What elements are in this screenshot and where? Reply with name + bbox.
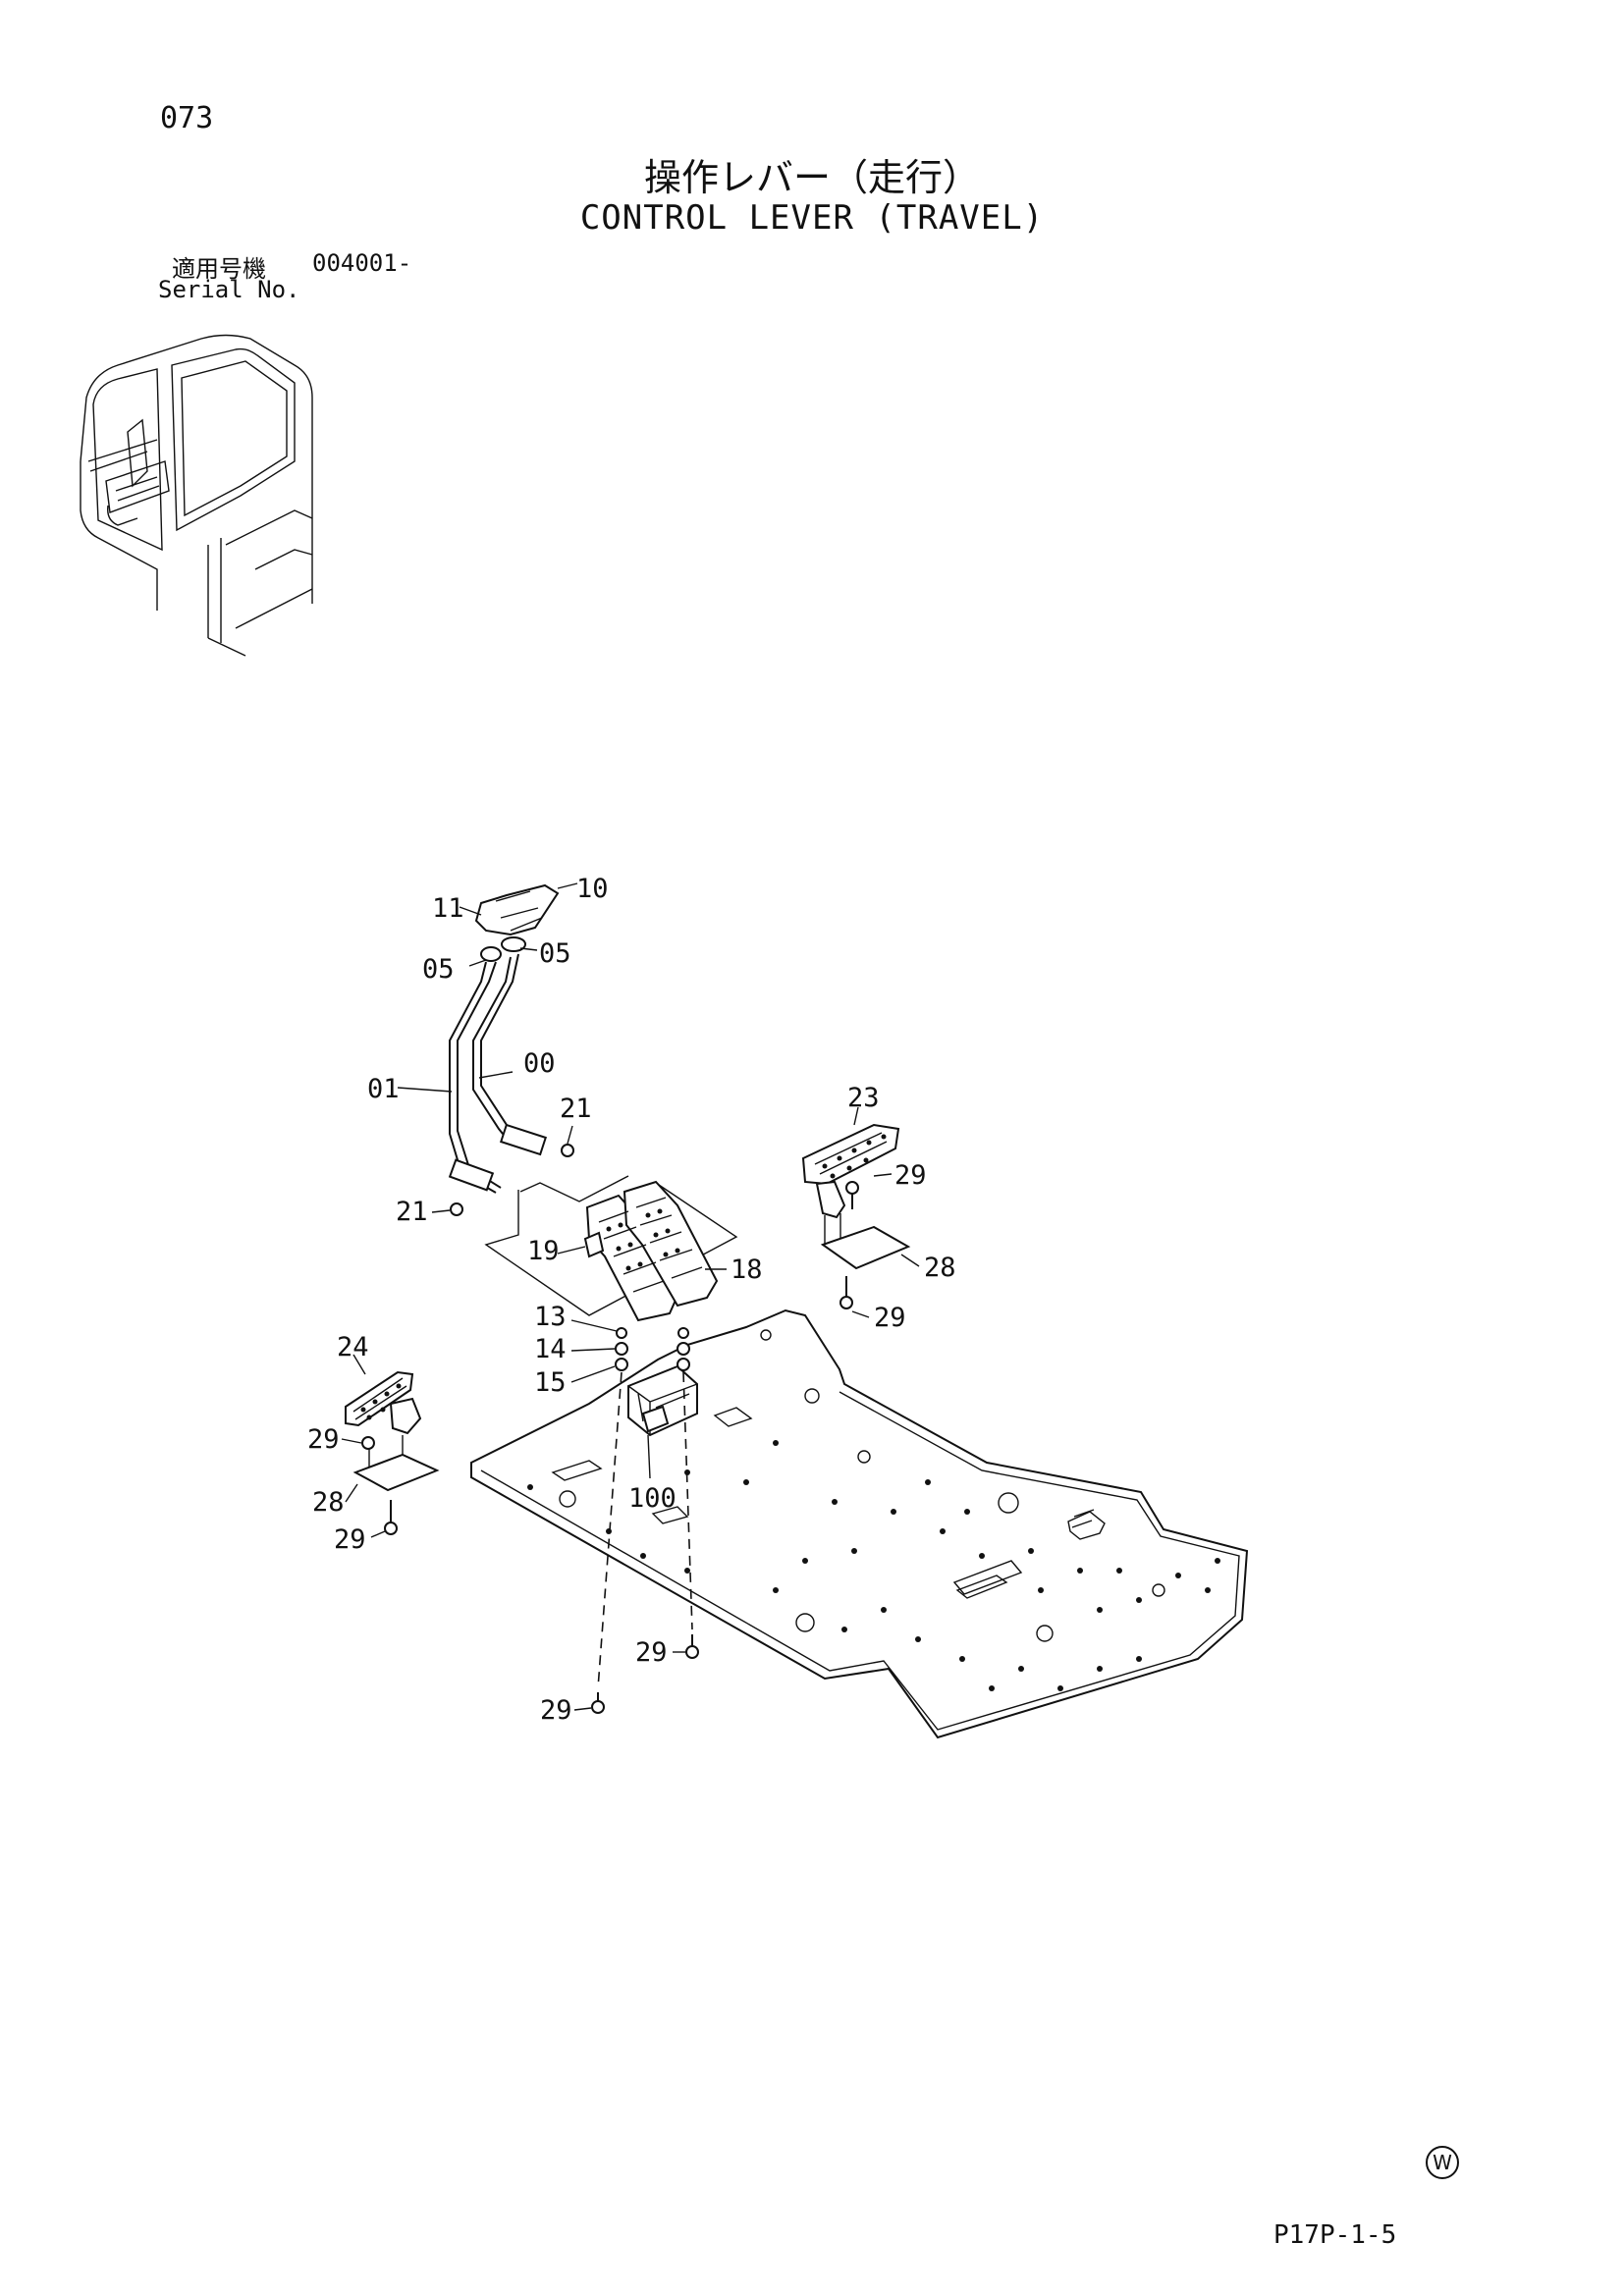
callout-21-upper: 21 xyxy=(560,1094,592,1124)
callout-14: 14 xyxy=(534,1334,567,1364)
callout-18: 18 xyxy=(731,1255,763,1285)
left-pedal xyxy=(345,1370,440,1535)
title-japanese: 操作レバー（走行） xyxy=(643,156,980,199)
callout-29-c: 29 xyxy=(307,1424,340,1455)
callout-01: 01 xyxy=(367,1074,400,1104)
callout-10: 10 xyxy=(576,874,609,904)
callout-29-f: 29 xyxy=(540,1695,572,1726)
callout-100: 100 xyxy=(628,1483,677,1514)
callout-28-left: 28 xyxy=(312,1487,345,1518)
callout-21-lower: 21 xyxy=(396,1197,428,1227)
callout-15: 15 xyxy=(534,1367,567,1398)
pedal-outline xyxy=(484,1175,738,1316)
cab-locator-illustration xyxy=(80,334,313,657)
fasteners xyxy=(450,1144,699,1714)
callout-13: 13 xyxy=(534,1302,567,1332)
pilot-valve xyxy=(627,1364,698,1437)
callout-28-right: 28 xyxy=(924,1253,956,1283)
callout-05-right: 05 xyxy=(539,938,571,969)
watermark-circle-w: W xyxy=(1426,2146,1459,2179)
callout-24: 24 xyxy=(337,1332,369,1362)
right-pedal xyxy=(801,1123,911,1309)
leader-lines xyxy=(341,882,920,1711)
callout-29-d: 29 xyxy=(334,1524,366,1555)
callout-19: 19 xyxy=(527,1236,560,1266)
center-pedals xyxy=(583,1180,719,1322)
floor-plate xyxy=(470,1308,1249,1739)
serial-label-english: Serial No. xyxy=(158,276,300,303)
callout-29-b: 29 xyxy=(874,1303,906,1333)
serial-label-japanese: 適用号機 xyxy=(172,255,266,283)
serial-number-value: 004001- xyxy=(312,249,412,277)
callout-29-e: 29 xyxy=(635,1637,668,1668)
figure-code: P17P-1-5 xyxy=(1273,2220,1397,2250)
callout-23: 23 xyxy=(847,1083,880,1113)
callout-29-a: 29 xyxy=(894,1160,927,1191)
callout-05-left: 05 xyxy=(422,954,455,985)
lever-assembly xyxy=(448,883,560,1194)
title-english: CONTROL LEVER (TRAVEL) xyxy=(579,198,1045,238)
callout-11: 11 xyxy=(432,893,464,924)
page-number: 073 xyxy=(160,101,214,135)
callout-00: 00 xyxy=(523,1048,556,1079)
callout-labels: 11 10 05 05 01 00 21 21 19 18 23 29 28 2… xyxy=(307,874,956,1726)
